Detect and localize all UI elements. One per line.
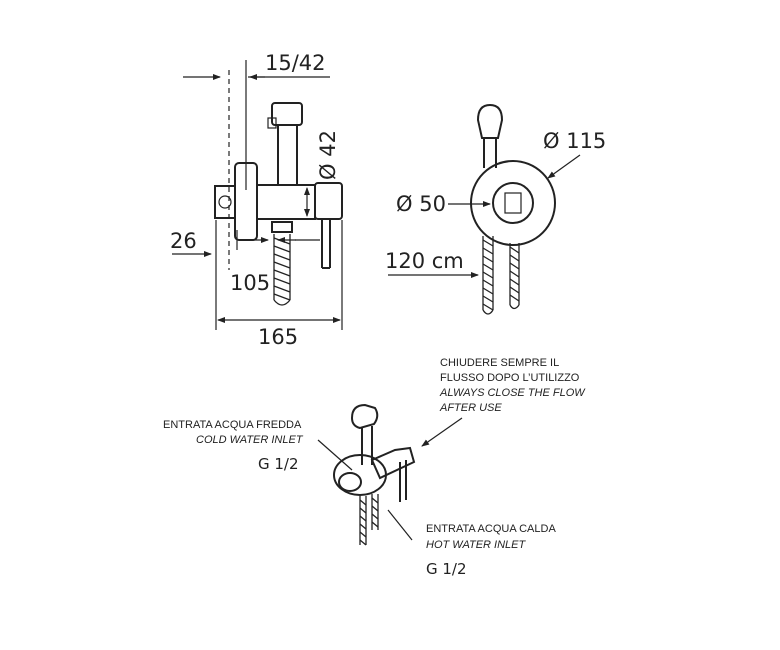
persp-shower-head bbox=[350, 403, 379, 430]
persp-knob bbox=[338, 472, 362, 492]
persp-body bbox=[370, 446, 416, 480]
dim-phi42-label: Ø 42 bbox=[316, 130, 340, 180]
front-hoses bbox=[482, 236, 520, 315]
shower-head bbox=[271, 102, 303, 126]
cold-leader bbox=[317, 439, 353, 471]
dim-phi50-label: Ø 50 bbox=[396, 192, 446, 216]
note-hot-it: ENTRATA ACQUA CALDA bbox=[426, 523, 556, 535]
dim-165-label: 165 bbox=[258, 325, 298, 349]
dim-26-label: 26 bbox=[170, 229, 197, 253]
dim-15-42-label: 15/42 bbox=[265, 51, 326, 75]
note-close-flow-it-2: FLUSSO DOPO L’UTILIZZO bbox=[440, 372, 580, 384]
side-view: 15/42 Ø 42 26 105 bbox=[170, 51, 343, 349]
close-flow-arrow bbox=[421, 417, 463, 447]
note-hot-en: HOT WATER INLET bbox=[426, 539, 526, 551]
front-knob-50 bbox=[492, 182, 534, 224]
front-plate-115 bbox=[470, 160, 556, 246]
connector-hole bbox=[218, 195, 232, 209]
dim-phi115-label: Ø 115 bbox=[543, 129, 606, 153]
dim-phi115-arrow bbox=[547, 154, 581, 179]
front-view: Ø 115 Ø 50 120 cm bbox=[385, 103, 606, 315]
lever-base bbox=[314, 182, 343, 220]
note-close-flow-en-1: ALWAYS CLOSE THE FLOW bbox=[439, 387, 586, 399]
dim-105-label: 105 bbox=[230, 271, 270, 295]
front-shower-head bbox=[476, 103, 504, 139]
note-cold-thread: G 1/2 bbox=[258, 455, 299, 473]
side-hose bbox=[271, 221, 293, 306]
mixer-body bbox=[256, 184, 316, 220]
dim-120cm-label: 120 cm bbox=[385, 249, 464, 273]
persp-hoses bbox=[359, 494, 379, 546]
wall-connector bbox=[214, 185, 236, 219]
note-close-flow-en-2: AFTER USE bbox=[439, 402, 502, 414]
shower-nozzle bbox=[267, 117, 277, 129]
hot-leader bbox=[387, 509, 413, 541]
perspective-view bbox=[317, 403, 463, 546]
note-close-flow-it-1: CHIUDERE SEMPRE IL bbox=[440, 357, 559, 369]
front-knob-lever bbox=[504, 192, 522, 214]
note-cold-it: ENTRATA ACQUA FREDDA bbox=[163, 419, 302, 431]
note-hot-thread: G 1/2 bbox=[426, 560, 467, 578]
note-cold-en: COLD WATER INLET bbox=[196, 434, 304, 446]
